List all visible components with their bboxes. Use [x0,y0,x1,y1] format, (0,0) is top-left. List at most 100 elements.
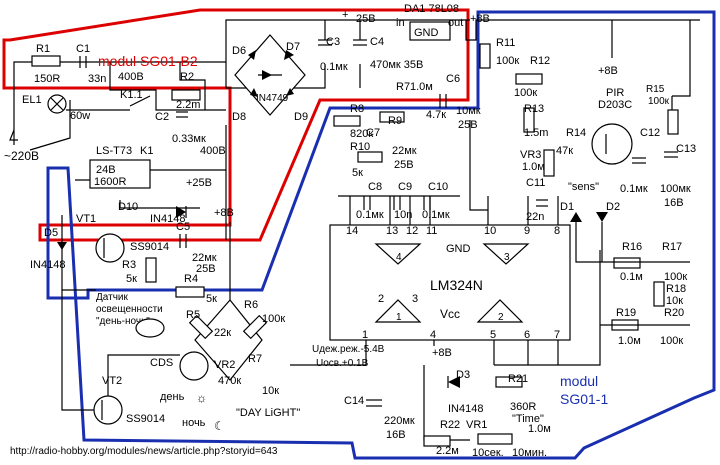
value-c10: 0.1мк [422,209,450,221]
label-8v-top: +8B [470,13,490,25]
value-r12: 100к [514,87,537,99]
value-r14: 47к [556,145,573,157]
value-vr1: 1.0м [528,423,551,435]
opamp-2 [476,299,524,323]
label-d9: D9 [294,111,308,123]
value-r8: 820к [350,128,373,140]
label-relay: LS-T73 [96,145,132,157]
label-d10: D10 [118,201,138,213]
label-cds: CDS [150,357,173,369]
label-da-out: out [448,17,463,29]
value-r16: 0.1м [620,271,643,283]
resistor-r3 [145,257,157,283]
resistor-r9 [379,111,405,123]
label-c6-voltage: 25B [458,119,478,131]
top-wiring [13,19,700,240]
label-8v-right: +8B [598,65,618,77]
relay-coil [89,159,151,189]
label-c9: C9 [398,181,412,193]
resistor-r15 [667,109,679,135]
resistor-r16 [613,257,641,269]
value-r20: 100к [660,335,683,347]
pin-6: 6 [524,329,530,341]
potentiometer-vr3 [543,149,555,177]
label-c10: C10 [428,181,448,193]
label-c7: C7 [366,127,380,139]
value-r6: 100к [262,313,285,325]
label-r20: R20 [664,307,684,319]
pin-3: 3 [412,293,418,305]
label-c2: C2 [155,111,169,123]
pir-sensor [591,123,633,165]
label-da1: DA1 78L08 [404,3,459,15]
source-url: http://radio-hobby.org/modules/news/arti… [10,446,278,457]
module-label-sg01-1-a: modul [560,373,598,389]
label-c14: C14 [344,395,364,407]
label-c2-voltage: 400B [200,145,226,157]
pin-5: 5 [490,329,496,341]
value-c12: 0.1мк [620,183,648,195]
label-c7-voltage: 25B [394,159,414,171]
value-pir: D203C [598,99,632,111]
label-c13-voltage: 16B [664,197,684,209]
label-8v-left: +8B [214,207,234,219]
value-c4: 470мк 35B [370,59,423,71]
label-vt1: VT1 [76,213,96,225]
ic-gnd: GND [446,243,471,255]
resistor-r6 [242,314,268,340]
label-r4: R4 [184,273,198,285]
value-r13: 1.5m [524,127,548,139]
photoresistor-cds [179,351,209,381]
moon-icon: ☾ [214,419,225,433]
pin-7: 7 [554,329,560,341]
ic-vcc: Vcc [440,307,460,321]
pin-9: 9 [524,225,530,237]
label-r15: R15 [646,84,665,95]
opamp-4-num: 4 [396,252,402,263]
label-c4: C4 [370,36,384,48]
value-r2: 2.2m [176,99,200,111]
label-c12: C12 [640,127,660,139]
value-c1: 33n [88,73,106,85]
value-r18: 10к [666,295,683,307]
relay-resistance: 1600R [94,176,126,188]
pin-10: 10 [484,225,496,237]
opamp-3-num: 3 [504,252,510,263]
value-r3: 5к [126,273,137,285]
sun-icon: ☼ [196,391,207,405]
label-sens: "sens" [568,181,599,193]
value-r7b: 1.0м [410,81,433,93]
sensor-caption-2: освещенности [96,304,163,315]
label-c6: C6 [446,73,460,85]
resistor-r12 [515,73,543,85]
resistor-r2 [171,89,201,101]
label-vr2: VR2 [214,359,235,371]
transistor-vt1 [95,233,125,263]
relay-voltage: 24B [96,164,116,176]
value-vt1: SS9014 [130,241,169,253]
label-c5: C5 [176,221,190,233]
label-daylight: "DAY LiGHT" [236,407,300,419]
opamp-1-num: 1 [396,312,402,323]
value-r15: 100к [648,96,670,107]
label-da-in: in [396,17,405,29]
value-c6: 10мк [456,105,481,117]
label-r19: R19 [616,307,636,319]
module-label-sg01-1-b: SG01-1 [560,391,608,407]
label-r6: R6 [244,299,258,311]
label-r13: R13 [524,103,544,115]
pin-8: 8 [554,225,560,237]
value-r5: 22к [214,327,231,339]
regulator-da1 [409,21,451,41]
value-r19: 1.0м [618,335,641,347]
label-r1: R1 [36,43,50,55]
label-night: ночь [182,417,206,429]
pin-14: 14 [346,225,358,237]
opamp-1 [374,299,422,323]
label-c14-voltage: 16B [386,429,406,441]
value-vr2: 470к [218,375,241,387]
value-c7: 22мк [392,145,417,157]
pin-12: 12 [406,225,418,237]
label-udezh: Uдеж.реж.-5.4B [312,344,385,355]
label-r7: R7 [248,353,262,365]
